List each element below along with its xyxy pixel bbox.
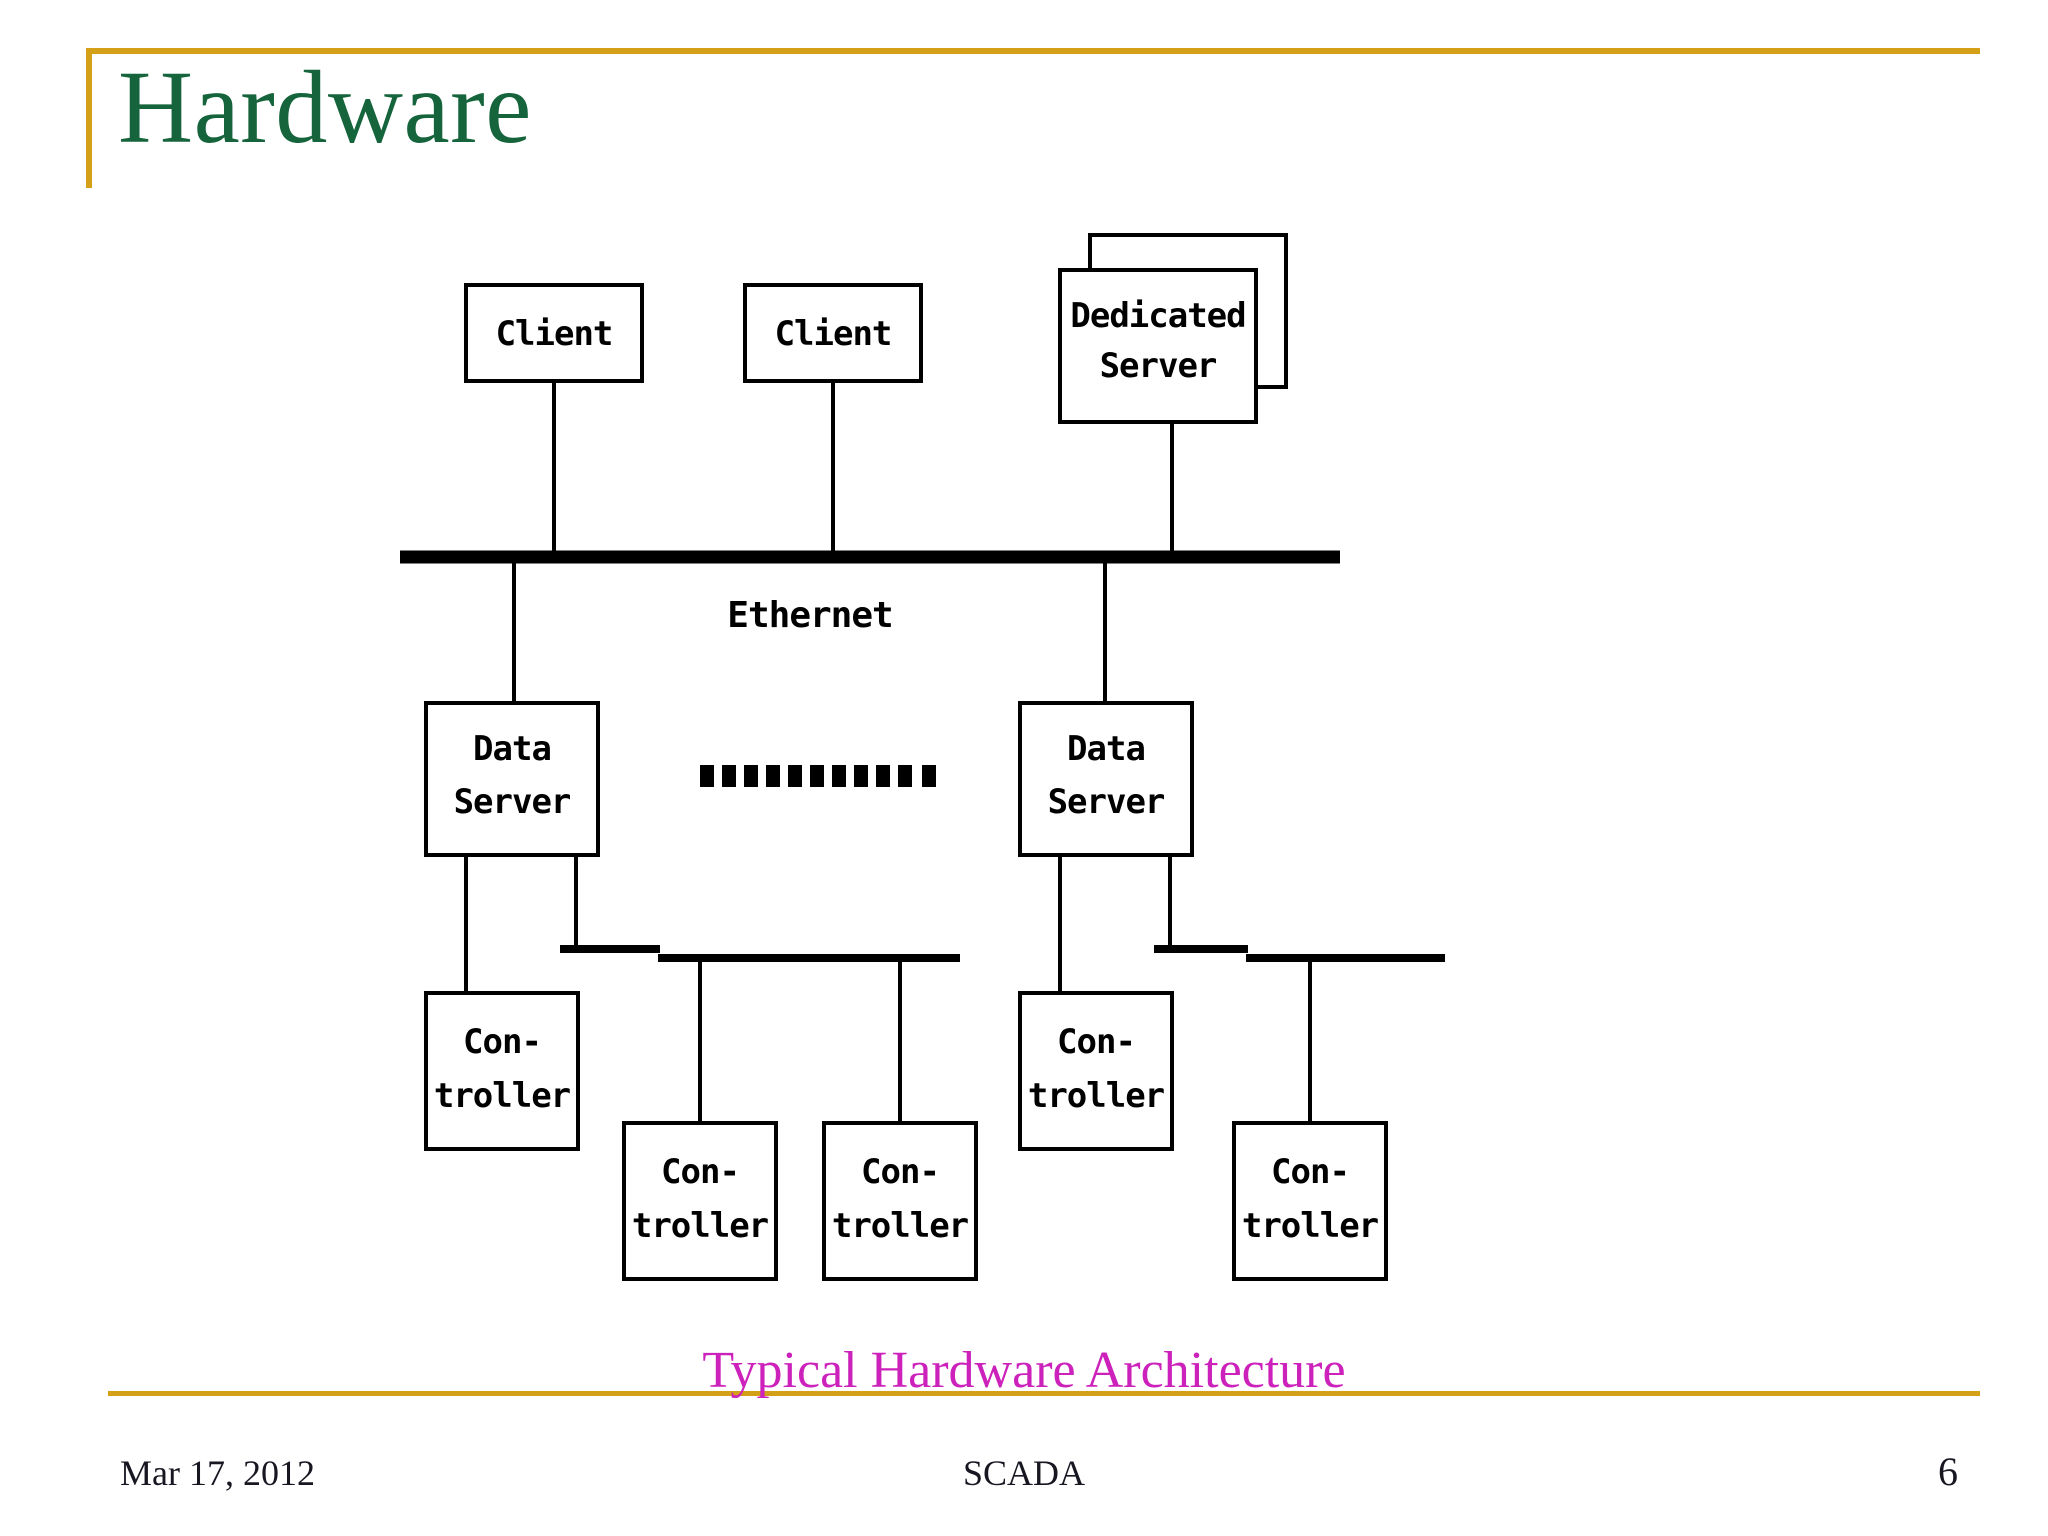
- node-controller-4-label-line2: troller: [1028, 1076, 1165, 1116]
- page-title: Hardware: [118, 50, 532, 165]
- data-server-ellipsis: [700, 765, 936, 787]
- node-dedicated-server-label-line1: Dedicated: [1070, 296, 1245, 336]
- node-data-server-left[interactable]: Data Server: [424, 701, 600, 857]
- node-data-server-right[interactable]: Data Server: [1018, 701, 1194, 857]
- node-controller-1-label-line1: Con-: [463, 1022, 541, 1062]
- node-data-server-right-label-line2: Server: [1048, 782, 1165, 822]
- node-data-server-left-label-line2: Server: [454, 782, 571, 822]
- node-controller-1[interactable]: Con- troller: [424, 991, 580, 1151]
- node-client-2[interactable]: Client: [743, 283, 923, 383]
- footer-date: Mar 17, 2012: [120, 1453, 315, 1493]
- node-client-2-label: Client: [775, 314, 892, 354]
- hardware-architecture-diagram: Client Client Dedicated Server Ethernet: [400, 225, 1460, 1335]
- node-data-server-right-label-line1: Data: [1067, 729, 1145, 769]
- node-controller-2-label-line1: Con-: [661, 1152, 739, 1192]
- node-dedicated-server-label-line2: Server: [1100, 346, 1217, 386]
- diagram-caption: Typical Hardware Architecture: [702, 1342, 1346, 1399]
- node-controller-2[interactable]: Con- troller: [622, 1121, 778, 1281]
- node-controller-5-label-line2: troller: [1242, 1206, 1379, 1246]
- node-controller-1-label-line2: troller: [434, 1076, 571, 1116]
- title-top-rule: [86, 48, 1980, 54]
- node-controller-4[interactable]: Con- troller: [1018, 991, 1174, 1151]
- title-left-rule: [86, 48, 92, 188]
- node-controller-4-label-line1: Con-: [1057, 1022, 1135, 1062]
- node-client-1-label: Client: [496, 314, 613, 354]
- caption-rule: [108, 1391, 1980, 1396]
- node-controller-3[interactable]: Con- troller: [822, 1121, 978, 1281]
- node-client-1[interactable]: Client: [464, 283, 644, 383]
- node-controller-3-label-line2: troller: [832, 1206, 969, 1246]
- node-controller-5[interactable]: Con- troller: [1232, 1121, 1388, 1281]
- footer-page-number: 6: [1938, 1449, 1958, 1494]
- footer-subject: SCADA: [962, 1453, 1086, 1493]
- ethernet-bus-label: Ethernet: [727, 595, 892, 636]
- node-controller-3-label-line1: Con-: [861, 1152, 939, 1192]
- node-data-server-left-label-line1: Data: [473, 729, 551, 769]
- node-controller-2-label-line2: troller: [632, 1206, 769, 1246]
- node-dedicated-server[interactable]: Dedicated Server: [1058, 268, 1258, 424]
- node-controller-5-label-line1: Con-: [1271, 1152, 1349, 1192]
